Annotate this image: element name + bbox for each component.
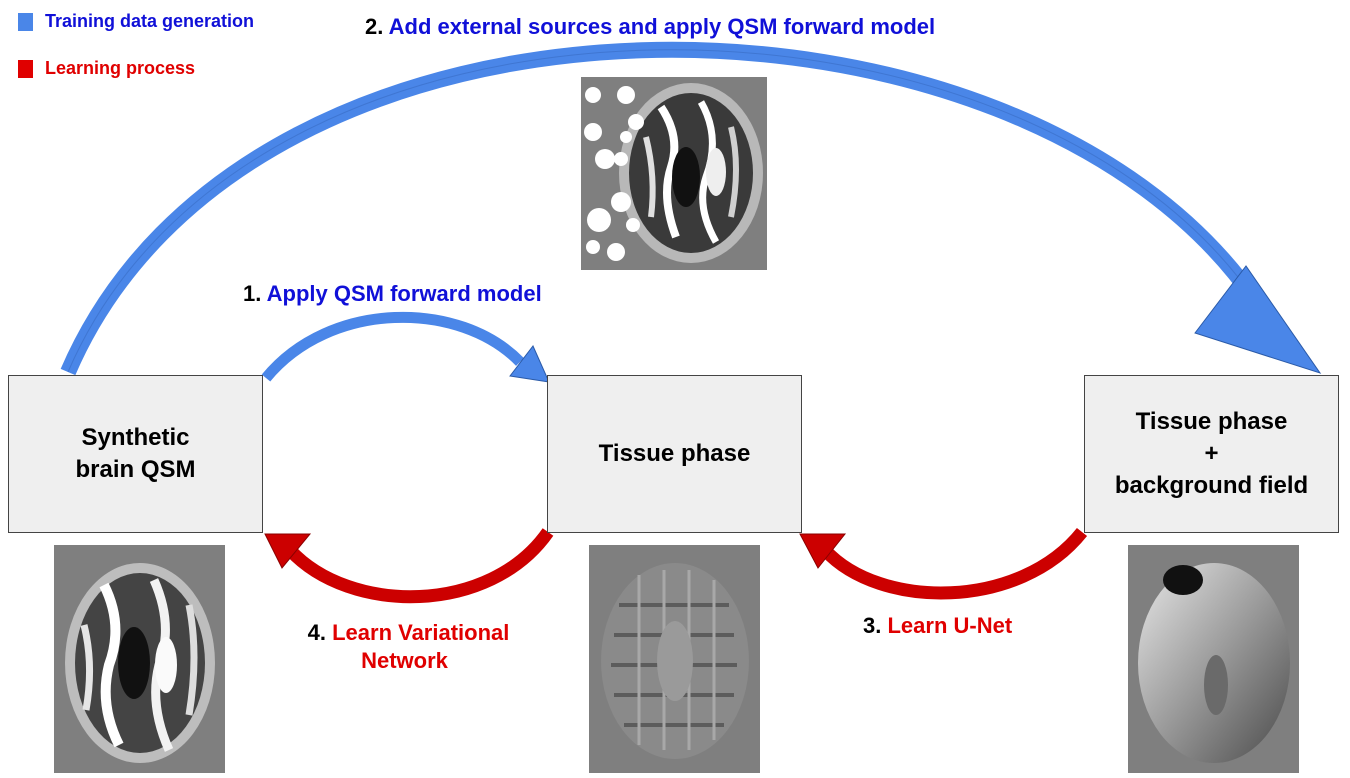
box-tissue-phase: Tissue phase [547,375,802,533]
step1-label: 1. Apply QSM forward model [243,281,542,307]
image-tissue-phase [589,545,760,773]
step4-text: Learn Variational [332,620,510,645]
box-combined-line1: Tissue phase [1135,408,1288,435]
box-combined-line3: background field [1114,472,1309,499]
step3-number: 3. [863,613,882,638]
arrow-step3-head [799,533,847,569]
step3-text: Learn U-Net [887,613,1013,638]
box-qsm-line2: brain QSM [75,456,196,483]
step2-text: Add external sources and apply QSM forwa… [388,14,936,39]
arrow-step2-shaft [60,41,1262,376]
arrow-step4-head [264,533,312,569]
box-tissue-phase-background: Tissue phase + background field [1084,375,1339,533]
step3-label: 3. Learn U-Net [863,613,1012,639]
legend-training: Training data generation [18,11,254,32]
legend-training-swatch [18,12,33,31]
legend-learning-label: Learning process [45,58,196,78]
step1-text: Apply QSM forward model [266,281,542,306]
arrow-step3-shaft [820,527,1088,600]
arrow-step1-head [509,345,550,383]
step1-number: 1. [243,281,262,306]
box-phase-line1: Tissue phase [598,440,751,467]
step4-number: 4. [307,620,326,645]
box-combined-line2: + [1204,440,1219,467]
image-synthetic-brain-qsm [54,545,225,773]
step4-text-line2: Network [361,648,448,673]
box-synthetic-brain-qsm: Synthetic brain QSM [8,375,263,533]
image-tissue-phase-background [1128,545,1299,773]
arrow-step1-shaft [261,311,524,382]
step2-label: 2. Add external sources and apply QSM fo… [365,14,935,40]
box-qsm-line1: Synthetic [81,424,190,451]
legend-learning-swatch [18,59,33,78]
step4-label: 4. Learn Variational Network [296,619,521,675]
legend-learning: Learning process [18,58,195,79]
legend-training-label: Training data generation [45,11,255,31]
arrow-step2-shaft-outline [67,49,1256,373]
image-brain-external-sources [581,77,767,270]
arrow-step4-shaft [285,528,554,604]
step2-number: 2. [365,14,384,39]
arrow-step2-head [1194,265,1322,374]
